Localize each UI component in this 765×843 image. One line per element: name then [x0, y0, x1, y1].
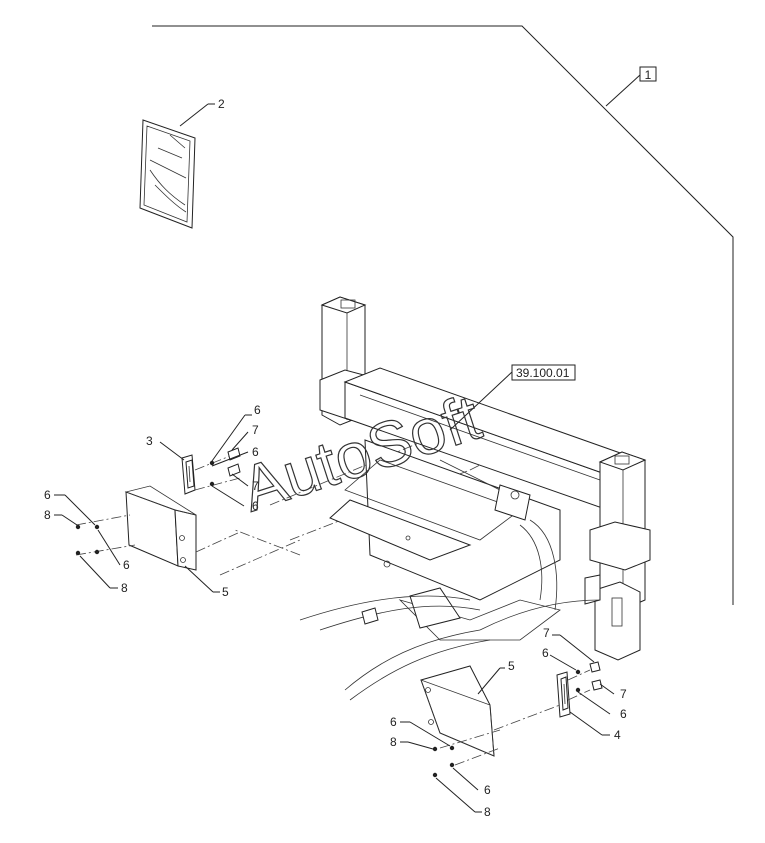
callout-7-left-a: 7 — [252, 423, 259, 437]
callout-6-left-d: 6 — [252, 445, 259, 459]
callout-6-right-b: 6 — [620, 707, 627, 721]
assembly-index-label: 1 — [645, 68, 652, 82]
callout-6-right-c: 6 — [390, 715, 397, 729]
callout-6-right-d: 6 — [484, 783, 491, 797]
left-mounting-bracket[interactable] — [181, 454, 196, 495]
bolt-upper-right[interactable] — [589, 661, 601, 673]
bolt-lower-left[interactable] — [227, 463, 241, 477]
callout-5-right: 5 — [508, 659, 515, 673]
operator-manual[interactable] — [139, 119, 196, 229]
callout-7-right-a: 7 — [543, 626, 550, 640]
callout-2: 2 — [218, 97, 225, 111]
right-mounting-bracket[interactable] — [556, 671, 571, 718]
callout-7-left-b: 7 — [252, 479, 259, 493]
assembly-border — [152, 25, 734, 605]
callout-6-left-c: 6 — [254, 403, 261, 417]
main-frame[interactable] — [299, 296, 651, 701]
reference-box[interactable] — [511, 364, 576, 381]
callout-6-left-e: 6 — [252, 499, 259, 513]
callout-6-left-b: 6 — [123, 558, 130, 572]
reference-label: 39.100.01 — [516, 366, 570, 380]
callout-8-left-b: 8 — [121, 581, 128, 595]
callout-4: 4 — [614, 728, 621, 742]
callout-7-right-b: 7 — [620, 687, 627, 701]
callout-3: 3 — [146, 434, 153, 448]
bolt-lower-right[interactable] — [591, 679, 603, 691]
left-guard-plate[interactable] — [124, 485, 197, 571]
callout-8-right-a: 8 — [390, 735, 397, 749]
callout-6-left-a: 6 — [44, 488, 51, 502]
assembly-index-box[interactable] — [639, 66, 657, 82]
callout-8-right-b: 8 — [484, 805, 491, 819]
callout-8-left-a: 8 — [44, 508, 51, 522]
callout-5-left: 5 — [222, 585, 229, 599]
right-guard-plate[interactable] — [420, 665, 495, 757]
callout-6-right-a: 6 — [542, 646, 549, 660]
bolt-upper-left[interactable] — [227, 447, 241, 461]
